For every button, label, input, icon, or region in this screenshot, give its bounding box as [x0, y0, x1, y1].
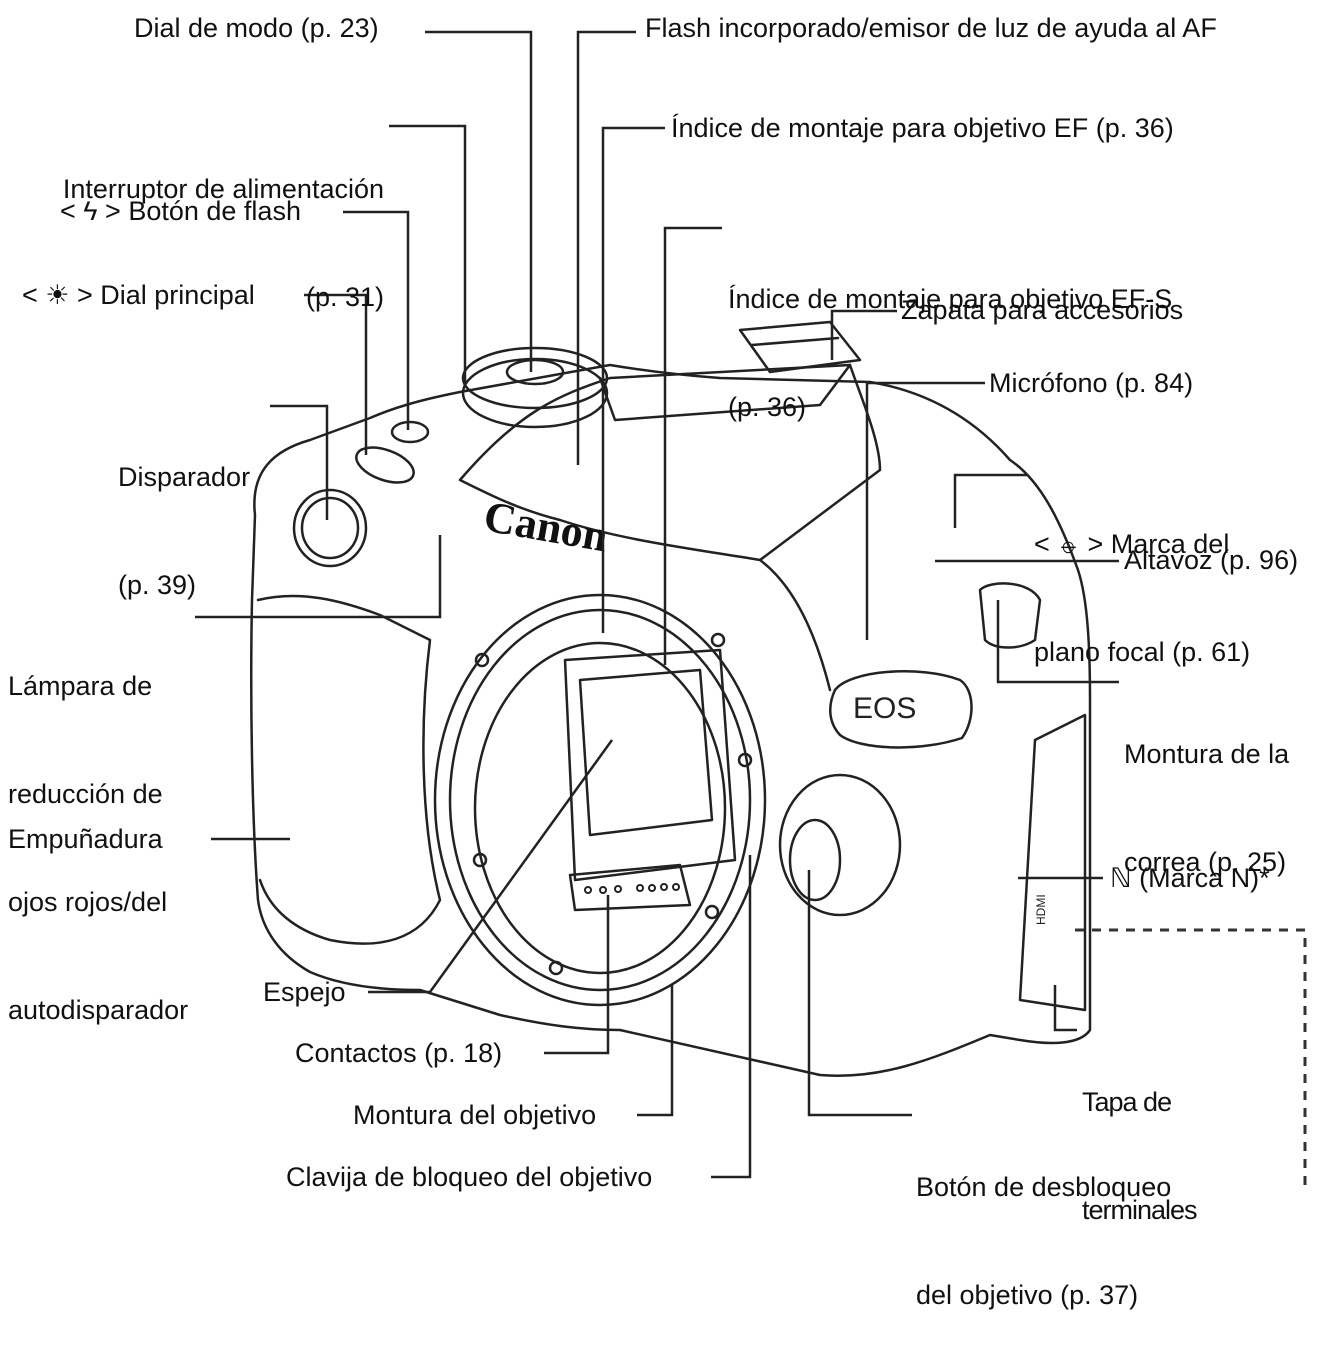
label-efs-index-line1: Índice de montaje para objetivo EF-S	[728, 284, 1173, 314]
label-contacts: Contactos (p. 18)	[295, 1038, 503, 1068]
main-dial-shape	[355, 446, 415, 484]
label-ef-index: Índice de montaje para objetivo EF (p. 3…	[671, 113, 1174, 143]
terminal-cover	[1018, 713, 1087, 1012]
label-power-switch-line1: Interruptor de alimentación	[62, 174, 384, 204]
label-focal-plane: < ⦵ > Marca del plano focal (p. 61)	[1034, 454, 1250, 706]
label-strap-line1: Montura de la	[1124, 739, 1290, 769]
lens-release-shape	[778, 773, 902, 917]
lens-mount-ring	[433, 593, 767, 1007]
camera-body-outline	[250, 363, 1092, 1077]
label-efs-index: Índice de montaje para objetivo EF-S (p.…	[728, 209, 1172, 461]
grip-outline	[256, 594, 442, 945]
hdmi-label: HDMI	[1034, 894, 1048, 925]
label-focal-plane-line2: plano focal (p. 61)	[1034, 637, 1251, 667]
label-lens-release: Botón de desbloqueo del objetivo (p. 37)	[916, 1097, 1171, 1349]
label-power-switch: Interruptor de alimentación (p. 31)	[8, 99, 384, 351]
prism-outline	[458, 363, 882, 562]
canon-logo: Canon	[480, 492, 611, 562]
eos-logo: EOS	[853, 692, 916, 725]
label-lamp-line4: autodisparador	[8, 995, 189, 1025]
label-red-eye-lamp: Lámpara de reducción de ojos rojos/del a…	[8, 596, 188, 1064]
label-lock-pin: Clavija de bloqueo del objetivo	[286, 1162, 653, 1192]
mirror-box	[563, 648, 737, 882]
label-hot-shoe: Zapata para accesorios	[901, 295, 1184, 325]
label-lamp-line1: Lámpara de	[8, 671, 153, 701]
label-speaker: Altavoz (p. 96)	[1124, 545, 1299, 575]
label-shutter-line2: (p. 39)	[118, 570, 197, 600]
hot-shoe-outline	[738, 320, 862, 374]
label-efs-index-line2: (p. 36)	[728, 392, 807, 422]
label-nfc-mark: ℕ (Marca N)*	[1110, 863, 1270, 893]
label-microphone: Micrófono (p. 84)	[989, 368, 1194, 398]
camera-front-diagram: Canon EOS HDMI Dial de modo (p. 23) Flas…	[8, 13, 1307, 1310]
shutter-button-shape	[300, 496, 360, 560]
label-release-line1: Botón de desbloqueo	[916, 1172, 1172, 1202]
label-flash-button: < ϟ > Botón de flash	[60, 196, 301, 226]
label-power-switch-line2: (p. 31)	[305, 282, 384, 312]
label-release-line2: del objetivo (p. 37)	[916, 1280, 1139, 1310]
mode-dial-shape	[461, 357, 609, 429]
label-grip: Empuñadura	[8, 824, 163, 854]
label-lens-mount: Montura del objetivo	[353, 1100, 597, 1130]
label-shutter: Disparador (p. 39)	[118, 387, 250, 639]
label-builtin-flash: Flash incorporado/emisor de luz de ayuda…	[645, 13, 1217, 43]
label-terminal-line1: Tapa de	[1082, 1087, 1172, 1117]
label-strap-mount: Montura de la correa (p. 25)	[1124, 664, 1289, 916]
label-strap-line2: correa (p. 25)	[1124, 847, 1287, 877]
label-main-dial: < ☀ > Dial principal	[22, 280, 255, 310]
label-mirror: Espejo	[263, 977, 346, 1007]
label-shutter-line1: Disparador	[118, 462, 251, 492]
label-mode-dial: Dial de modo (p. 23)	[134, 13, 379, 43]
label-lamp-line2: reducción de	[8, 779, 163, 809]
label-focal-plane-line1: < ⦵ > Marca del	[1034, 529, 1230, 559]
label-lamp-line3: ojos rojos/del	[8, 887, 168, 917]
camera-illustration: Canon EOS HDMI	[195, 30, 1307, 1190]
